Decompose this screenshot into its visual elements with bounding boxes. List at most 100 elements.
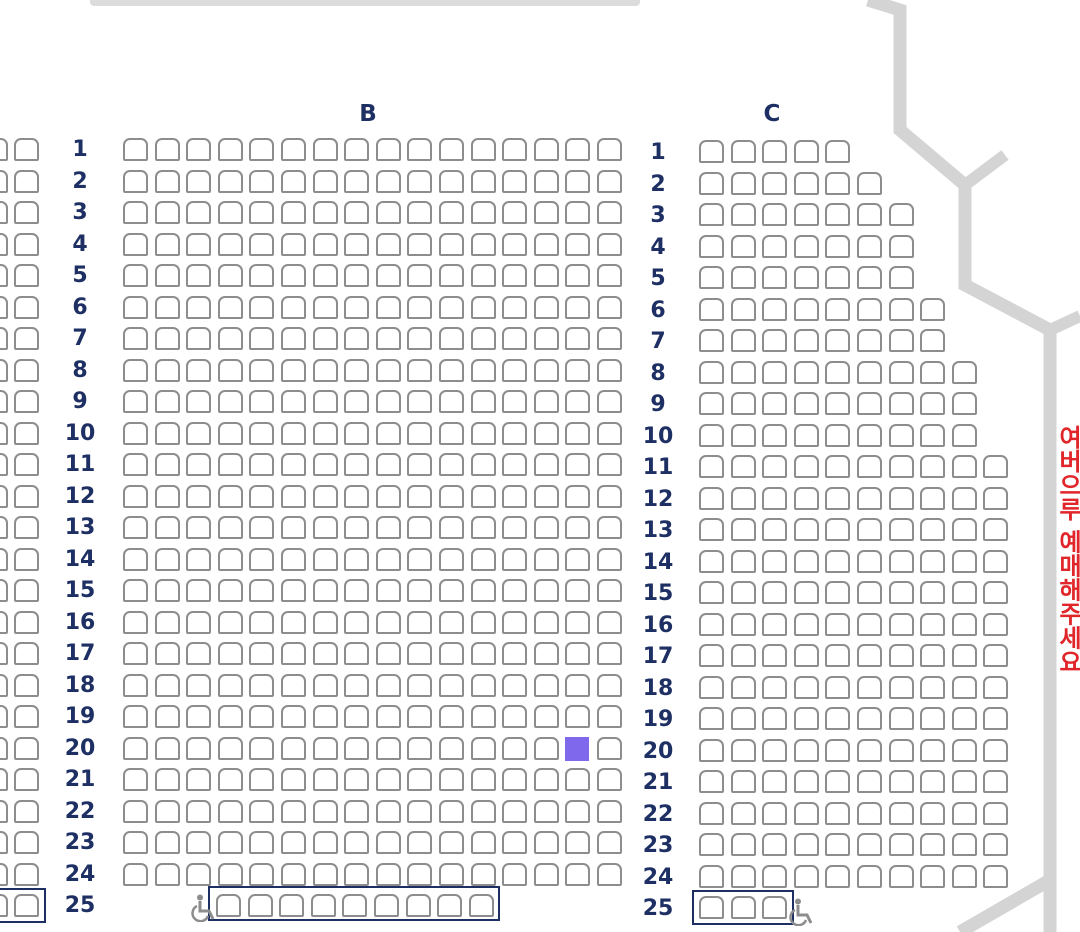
seat[interactable] [407, 169, 433, 193]
seat[interactable] [439, 264, 464, 287]
seat[interactable] [439, 579, 464, 602]
seat[interactable] [0, 768, 8, 791]
seat[interactable] [888, 675, 914, 699]
seat[interactable] [344, 232, 370, 256]
seat[interactable] [407, 390, 433, 413]
seat[interactable] [565, 799, 591, 823]
seat[interactable] [281, 642, 306, 665]
seat[interactable] [825, 518, 851, 541]
seat[interactable] [375, 358, 401, 382]
seat[interactable] [407, 831, 433, 854]
seat[interactable] [123, 295, 148, 319]
seat[interactable] [344, 484, 370, 508]
seat[interactable] [888, 392, 914, 415]
seat[interactable] [186, 768, 212, 791]
seat[interactable] [123, 421, 148, 445]
seat[interactable] [0, 264, 8, 287]
seat[interactable] [217, 736, 243, 760]
seat[interactable] [730, 801, 756, 825]
seat[interactable] [597, 516, 622, 539]
seat[interactable] [439, 201, 464, 224]
seat[interactable] [217, 358, 243, 382]
seat[interactable] [597, 264, 622, 287]
seat[interactable] [762, 518, 788, 541]
seat[interactable] [951, 360, 977, 384]
seat[interactable] [730, 770, 756, 793]
seat[interactable] [154, 264, 180, 287]
seat[interactable] [533, 484, 559, 508]
seat[interactable] [762, 549, 788, 573]
seat[interactable] [762, 234, 788, 258]
seat[interactable] [123, 453, 148, 476]
seat[interactable] [375, 768, 401, 791]
seat[interactable] [375, 390, 401, 413]
seat[interactable] [565, 516, 591, 539]
seat[interactable] [0, 610, 8, 634]
seat[interactable] [533, 138, 559, 161]
seat[interactable] [281, 862, 306, 886]
seat[interactable] [470, 358, 496, 382]
seat[interactable] [281, 421, 306, 445]
seat[interactable] [825, 581, 851, 604]
seat[interactable] [154, 862, 180, 886]
seat[interactable] [762, 266, 788, 289]
seat[interactable] [154, 138, 180, 161]
seat[interactable] [344, 673, 370, 697]
seat[interactable] [730, 896, 756, 919]
seat[interactable] [439, 358, 464, 382]
seat[interactable] [533, 642, 559, 665]
seat[interactable] [597, 327, 622, 350]
seat[interactable] [312, 264, 338, 287]
seat[interactable] [217, 453, 243, 476]
seat[interactable] [502, 201, 528, 224]
seat[interactable] [565, 579, 591, 602]
seat[interactable] [951, 392, 977, 415]
seat[interactable] [123, 673, 148, 697]
seat[interactable] [502, 453, 528, 476]
seat[interactable] [920, 329, 946, 352]
seat[interactable] [793, 738, 819, 762]
seat[interactable] [793, 864, 819, 888]
seat[interactable] [249, 295, 275, 319]
seat[interactable] [730, 738, 756, 762]
seat[interactable] [217, 768, 243, 791]
seat[interactable] [439, 799, 464, 823]
seat[interactable] [533, 736, 559, 760]
seat[interactable] [439, 169, 464, 193]
seat[interactable] [344, 169, 370, 193]
seat[interactable] [888, 234, 914, 258]
seat[interactable] [565, 327, 591, 350]
seat[interactable] [502, 610, 528, 634]
seat[interactable] [825, 612, 851, 636]
seat[interactable] [793, 360, 819, 384]
seat[interactable] [344, 799, 370, 823]
seat[interactable] [597, 390, 622, 413]
seat[interactable] [857, 644, 882, 667]
seat[interactable] [793, 581, 819, 604]
seat[interactable] [730, 171, 756, 195]
seat[interactable] [565, 862, 591, 886]
seat[interactable] [344, 421, 370, 445]
seat[interactable] [375, 232, 401, 256]
seat[interactable] [597, 232, 622, 256]
seat[interactable] [154, 295, 180, 319]
seat[interactable] [951, 770, 977, 793]
seat[interactable] [312, 390, 338, 413]
seat[interactable] [597, 768, 622, 791]
seat[interactable] [533, 516, 559, 539]
seat[interactable] [730, 266, 756, 289]
seat[interactable] [565, 705, 591, 728]
seat[interactable] [14, 862, 40, 886]
seat[interactable] [597, 799, 622, 823]
seat[interactable] [825, 297, 851, 321]
seat[interactable] [344, 264, 370, 287]
seat[interactable] [730, 329, 756, 352]
seat[interactable] [186, 862, 212, 886]
seat[interactable] [439, 831, 464, 854]
seat[interactable] [565, 138, 591, 161]
seat[interactable] [407, 264, 433, 287]
seat[interactable] [730, 675, 756, 699]
seat[interactable] [888, 455, 914, 478]
seat[interactable] [281, 264, 306, 287]
seat[interactable] [375, 579, 401, 602]
